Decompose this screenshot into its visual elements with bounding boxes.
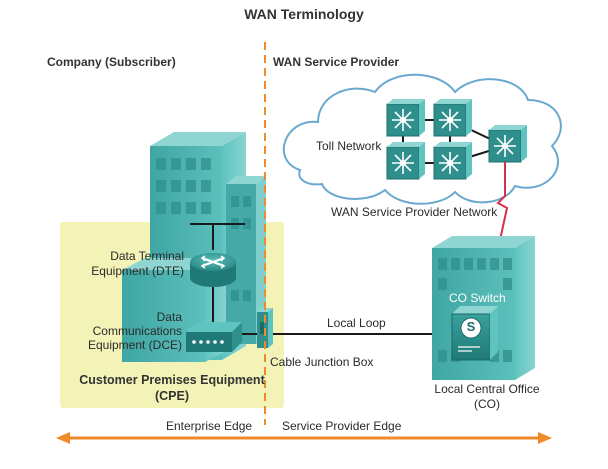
- local-loop-label: Local Loop: [327, 316, 386, 330]
- cable-junction-label: Cable Junction Box: [270, 355, 374, 369]
- toll-network-label: Toll Network: [316, 139, 382, 153]
- multilayer-switch-icon: [433, 142, 472, 180]
- multilayer-switch-icon: [433, 99, 472, 137]
- serial-link-icon: [496, 162, 509, 241]
- multilayer-switch-icon: [386, 142, 425, 180]
- router-icon: [190, 253, 236, 287]
- junction-box-icon: [257, 308, 273, 348]
- local-co-label: Local Central Office(CO): [434, 382, 540, 411]
- provider-network-label: WAN Service Provider Network: [331, 205, 498, 219]
- page-title: WAN Terminology: [244, 6, 364, 22]
- provider-edge-label: Service Provider Edge: [282, 419, 402, 433]
- co-switch-label: CO Switch: [449, 291, 506, 305]
- co-switch-glyph: S: [466, 319, 476, 334]
- co-switch-icon: [451, 306, 498, 361]
- multilayer-switch-icon: [488, 125, 527, 163]
- multilayer-switch-icon: [386, 99, 425, 137]
- cloud-icon: [282, 73, 562, 205]
- provider-side-label: WAN Service Provider: [273, 55, 400, 69]
- modem-icon: [186, 322, 242, 352]
- cpe-label: Customer Premises Equipment(CPE): [79, 373, 265, 403]
- edge-arrow: [56, 432, 552, 444]
- company-side-label: Company (Subscriber): [47, 55, 176, 69]
- enterprise-edge-label: Enterprise Edge: [166, 419, 253, 433]
